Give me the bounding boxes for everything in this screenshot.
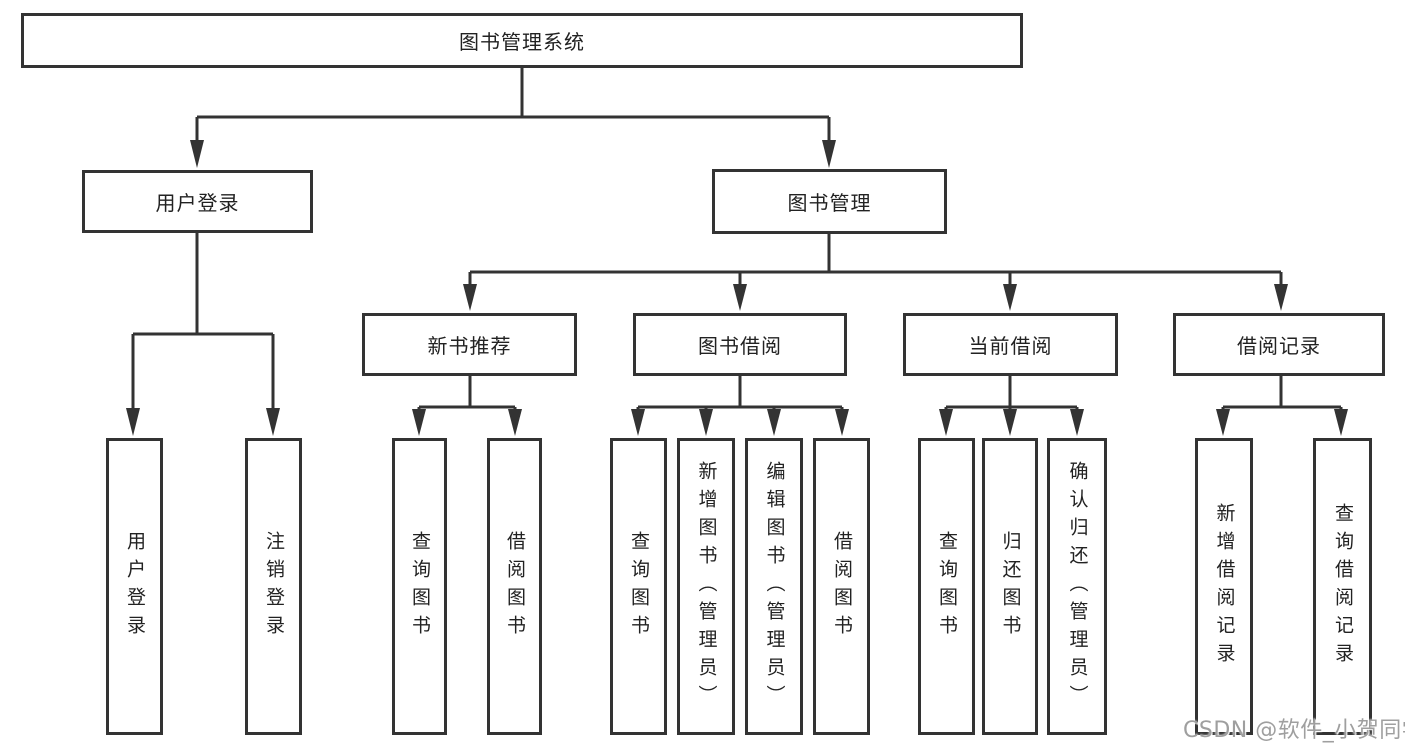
node-label: 借阅图书 [831,530,853,643]
node-label: 新增图书（管理员） [695,460,718,713]
node-label: 借阅图书 [504,530,526,643]
node-new-book-recommend: 新书推荐 [362,313,577,376]
node-label: 编辑图书（管理员） [763,460,786,713]
node-library-management-system: 图书管理系统 [21,13,1023,68]
node-book-borrow: 图书借阅 [633,313,847,376]
node-leaf-records-query-record: 查询借阅记录 [1313,438,1372,735]
node-label: 用户登录 [124,530,146,643]
node-leaf-borrow-borrow-books: 借阅图书 [813,438,870,735]
node-current-borrow: 当前借阅 [903,313,1118,376]
node-borrow-records: 借阅记录 [1173,313,1385,376]
node-label: 新书推荐 [427,334,512,358]
csdn-watermark: CSDN @软件_小贺同学 [1183,718,1405,743]
node-label: 当前借阅 [968,334,1053,358]
node-leaf-borrow-query-books: 查询图书 [610,438,667,735]
node-leaf-user-login: 用户登录 [106,438,163,735]
node-leaf-borrow-add-books-admin: 新增图书（管理员） [677,438,735,735]
node-label: 图书管理 [787,191,872,215]
node-label: 查询图书 [628,530,650,643]
node-leaf-current-confirm-return-admin: 确认归还（管理员） [1047,438,1107,735]
node-label: 新增借阅记录 [1213,502,1236,671]
node-leaf-current-return-books: 归还图书 [982,438,1038,735]
node-leaf-records-add-record: 新增借阅记录 [1195,438,1253,735]
node-leaf-recommend-borrow-books: 借阅图书 [487,438,542,735]
node-label: 借阅记录 [1237,334,1321,358]
node-label: 查询图书 [409,530,431,643]
node-label: 查询图书 [936,530,958,643]
node-label: 归还图书 [999,530,1022,643]
node-label: 查询借阅记录 [1332,502,1354,671]
node-book-management: 图书管理 [712,169,947,234]
node-label: 用户登录 [155,191,240,215]
node-user-login: 用户登录 [82,170,313,233]
node-leaf-logout: 注销登录 [245,438,302,735]
node-label: 注销登录 [263,530,285,643]
node-leaf-recommend-query-books: 查询图书 [392,438,447,735]
node-label: 确认归还（管理员） [1066,460,1089,713]
node-leaf-borrow-edit-books-admin: 编辑图书（管理员） [745,438,803,735]
node-label: 图书借阅 [698,334,782,358]
node-leaf-current-query-books: 查询图书 [918,438,975,735]
node-label: 图书管理系统 [459,30,585,54]
